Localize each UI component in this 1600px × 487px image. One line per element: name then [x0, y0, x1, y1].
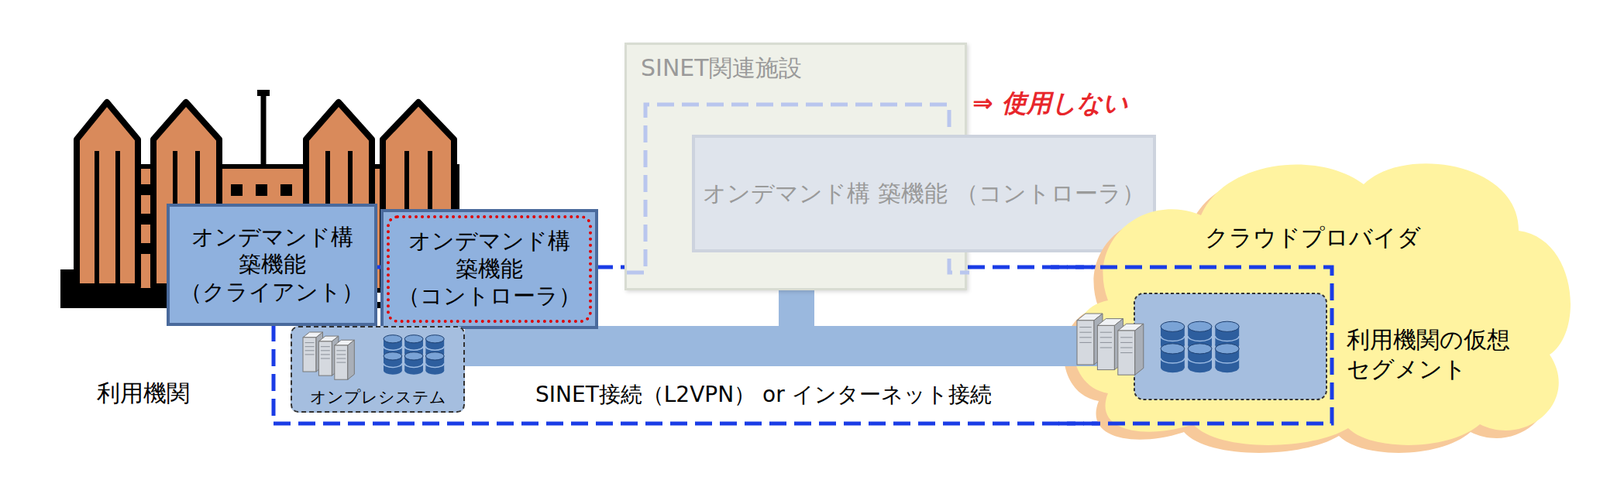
node-text: SINET関連施設	[640, 52, 802, 85]
server-icon	[1097, 325, 1115, 370]
database-icon	[1160, 321, 1185, 332]
building-part	[261, 91, 267, 167]
database-icon	[425, 363, 444, 368]
database-icon	[1214, 358, 1239, 365]
database-icon	[383, 335, 403, 344]
server-icon	[334, 345, 348, 380]
facility-box: SINET関連施設オンデマンド構 築機能 （コントローラ）	[624, 42, 967, 291]
segment-boundary	[1050, 267, 1332, 424]
server-icon	[336, 362, 346, 364]
server-icon	[336, 354, 346, 355]
building-window	[230, 184, 243, 197]
database-icon	[1187, 358, 1212, 365]
building-window	[141, 243, 151, 255]
building-part	[76, 102, 138, 287]
server-icon	[1120, 337, 1133, 338]
server-icon	[1120, 352, 1133, 354]
database-icon	[1214, 362, 1239, 373]
server-icon	[305, 354, 315, 355]
server-icon	[336, 350, 346, 351]
database-icon	[383, 352, 403, 361]
database-icon	[1160, 336, 1185, 342]
server-icon	[320, 354, 331, 355]
database-icon	[383, 346, 403, 351]
database-icon	[404, 346, 424, 351]
database-icon	[1187, 321, 1212, 332]
server-icon	[1118, 330, 1136, 376]
database-icon	[1187, 336, 1212, 342]
database-icon	[425, 352, 444, 361]
server-icon	[347, 340, 355, 380]
network-bar	[464, 326, 1062, 367]
node-text: オンデマンド構 築機能 （コントローラ）	[397, 227, 582, 310]
database-icon	[404, 363, 424, 368]
server-icon	[320, 358, 331, 360]
server-icon	[318, 341, 332, 376]
database-icon	[1214, 321, 1239, 332]
node-text: クラウドプロバイダ	[1204, 223, 1422, 253]
connector	[464, 326, 1062, 367]
database-icon	[383, 363, 403, 368]
server-icon	[1079, 332, 1091, 334]
server-icon	[1120, 347, 1133, 349]
server-icon	[320, 350, 331, 351]
server-icon	[1135, 323, 1144, 376]
server-icon	[302, 337, 317, 372]
unused-function-box: オンデマンド構 築機能 （コントローラ）	[691, 134, 1157, 253]
server-icon	[1076, 320, 1095, 365]
cloud-provider-art	[1061, 153, 1577, 444]
server-icon	[305, 342, 315, 344]
site-label: 利用機関	[96, 378, 190, 410]
node-text: オンデマンド構 築機能 （コントローラ）	[702, 179, 1145, 209]
function-box: オンデマンド構 築機能 （クライアント）	[166, 203, 378, 327]
server-icon	[320, 346, 331, 348]
database-icon	[1214, 336, 1239, 342]
note-label: ⇒ 使用しない	[972, 86, 1129, 121]
server-icon	[1100, 332, 1112, 334]
database-icon	[1214, 344, 1239, 355]
server-icon	[1100, 347, 1112, 349]
cloud-shape	[1073, 163, 1571, 446]
database-icon	[404, 352, 424, 361]
node-text: オンプレシステム	[292, 386, 464, 409]
server-icon	[1100, 342, 1112, 344]
server-icon	[305, 346, 315, 348]
server-icon	[1100, 337, 1112, 338]
server-icon	[1079, 326, 1091, 328]
database-icon	[404, 335, 424, 344]
node-text: オンデマンド構 築機能 （クライアント）	[179, 223, 365, 307]
virtual-segment-box	[1134, 293, 1327, 400]
cloud-provider: クラウドプロバイダ利用機関の仮想 セグメント	[1061, 153, 1577, 444]
server-icon	[336, 358, 346, 360]
database-icon	[1160, 358, 1185, 365]
building-part	[94, 151, 100, 287]
database-icon	[1187, 362, 1212, 373]
database-icon	[425, 335, 444, 344]
building-part	[257, 89, 270, 97]
database-icon	[425, 346, 444, 351]
building-window	[141, 184, 151, 196]
server-icon	[305, 350, 315, 351]
server-icon	[1120, 342, 1133, 344]
building-window	[255, 184, 268, 197]
building-window	[141, 213, 151, 225]
node-text: 利用機関の仮想 セグメント	[1346, 325, 1511, 384]
server-icon	[1079, 337, 1091, 338]
onprem-system: オンプレシステム	[290, 326, 465, 413]
database-icon	[1160, 362, 1185, 373]
network-stub	[778, 285, 815, 331]
building-window	[280, 184, 293, 197]
database-icon	[1160, 344, 1185, 355]
database-icon	[1187, 344, 1212, 355]
building-part	[115, 151, 121, 287]
server-icon	[1079, 342, 1091, 344]
connection-label: SINET接続（L2VPN） or インターネット接続	[532, 380, 995, 410]
function-box: オンデマンド構 築機能 （コントローラ）	[380, 209, 599, 330]
